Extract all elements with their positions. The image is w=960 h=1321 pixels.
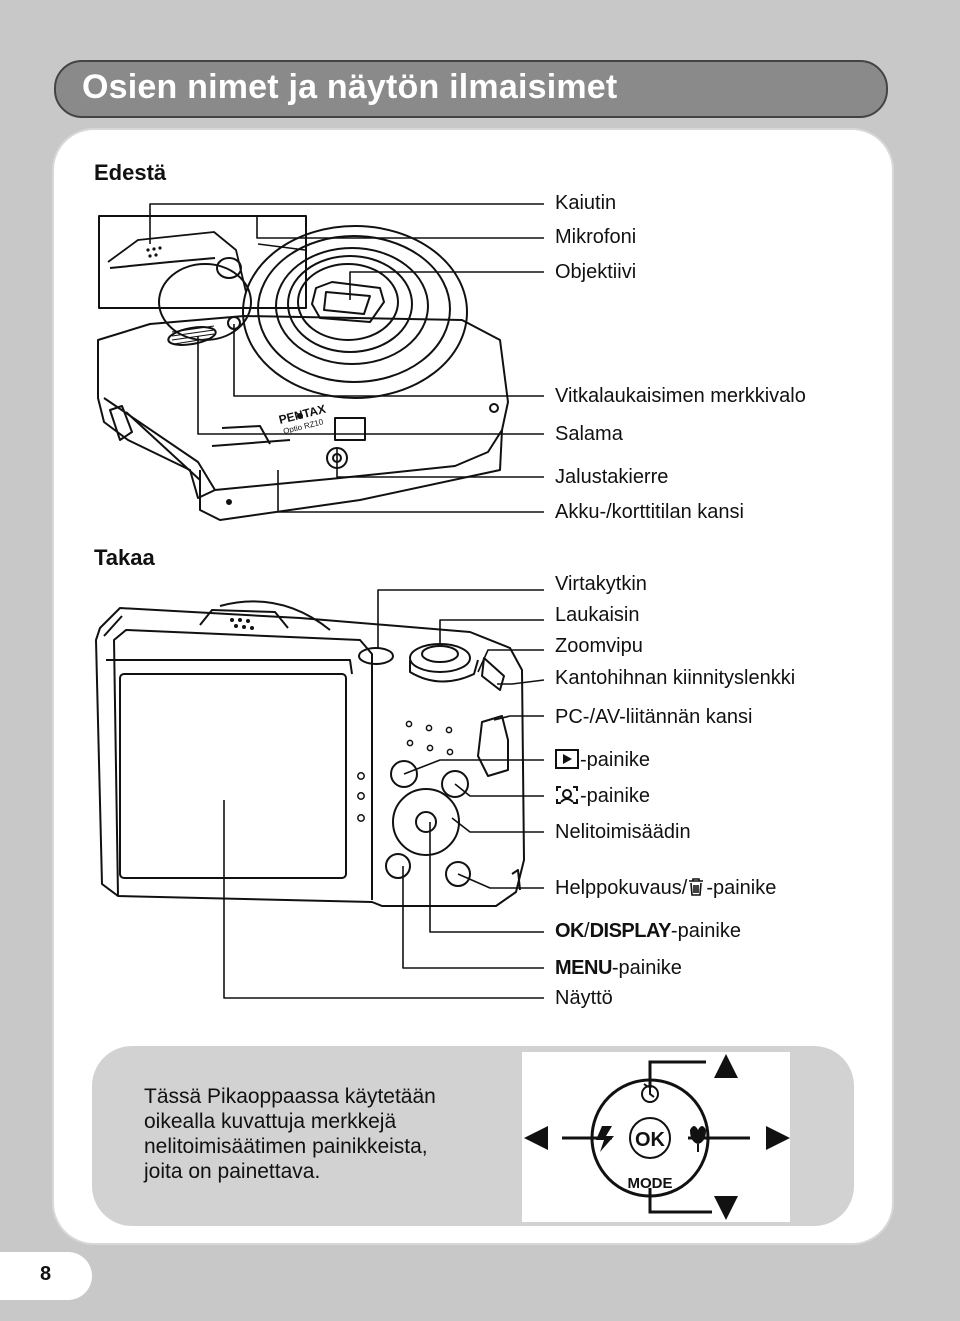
label-ok-display-button: OK/DISPLAY-painike <box>555 920 741 942</box>
lens-glass <box>311 281 385 323</box>
label-power-switch: Virtakytkin <box>555 573 647 595</box>
dpad-ok-label: OK <box>635 1129 666 1151</box>
front-leader-lines <box>149 203 544 513</box>
label-zoom-lever: Zoomvipu <box>555 635 643 657</box>
leader-down <box>648 1188 712 1214</box>
label-monitor: Näyttö <box>555 987 613 1009</box>
label-face-button: -painike <box>555 785 650 808</box>
green-button-drawing <box>445 861 471 887</box>
arrow-right <box>766 1126 790 1150</box>
title-banner: Osien nimet ja näytön ilmaisimet <box>54 60 888 118</box>
label-microphone: Mikrofoni <box>555 226 637 248</box>
label-self-timer-lamp: Vitkalaukaisimen merkkivalo <box>555 385 806 407</box>
label-playback-button: -painike <box>555 749 650 772</box>
flash-icon <box>596 1126 614 1152</box>
back-leader-lines <box>223 589 545 999</box>
fourway-legend-diagram: OK MODE <box>524 1054 790 1220</box>
shutter-drawing <box>409 643 471 673</box>
label-speaker: Kaiutin <box>555 192 617 214</box>
label-strap-lug: Kantohihnan kiinnityslenkki <box>555 667 796 689</box>
label-pcav-cover: PC-/AV-liitännän kansi <box>555 706 753 728</box>
playback-icon <box>555 749 579 769</box>
arrow-left <box>524 1126 548 1150</box>
dpad-legend: OK MODE <box>522 1052 790 1222</box>
page-number: 8 <box>40 1263 52 1285</box>
label-battery-cover: Akku-/korttitilan kansi <box>555 501 744 523</box>
arrow-up <box>714 1054 738 1078</box>
note-text: Tässä Pikaoppaassa käytetään oikealla ku… <box>144 1084 504 1184</box>
page-number-tab: 8 <box>0 1252 92 1300</box>
label-fourway-controller: Nelitoimisäädin <box>555 821 691 843</box>
note-line: nelitoimisäätimen painikkeista, <box>144 1135 428 1158</box>
dpad-mode-label: MODE <box>628 1175 673 1192</box>
label-shutter-release: Laukaisin <box>555 604 640 626</box>
macro-flower-icon <box>690 1126 706 1152</box>
lens-outer-ring <box>242 225 468 399</box>
label-flash: Salama <box>555 423 623 445</box>
tripod-socket-plate <box>334 417 366 441</box>
label-green-trash-button: Helppokuvaus/ -painike <box>555 877 777 899</box>
self-timer-icon <box>641 1083 659 1103</box>
power-button-drawing <box>358 647 394 665</box>
front-section-label: Edestä <box>94 160 167 185</box>
page-title: Osien nimet ja näytön ilmaisimet <box>82 68 618 106</box>
note-line: joita on painettava. <box>144 1160 321 1183</box>
back-camera-drawing <box>95 600 525 907</box>
arrow-down <box>714 1196 738 1220</box>
leader-up <box>648 1060 706 1088</box>
playback-button-drawing <box>390 760 418 788</box>
note-line: Tässä Pikaoppaassa käytetään <box>144 1085 436 1108</box>
label-lens: Objektiivi <box>555 261 637 283</box>
face-button-drawing <box>441 770 469 798</box>
fourway-controller-drawing <box>392 788 460 856</box>
trash-icon <box>689 878 704 896</box>
label-tripod-socket: Jalustakierre <box>555 466 669 488</box>
label-menu-button: MENU-painike <box>555 957 682 979</box>
pcav-cover-drawing <box>477 715 509 777</box>
front-inset-box <box>98 215 307 309</box>
menu-button-drawing <box>385 853 411 879</box>
dpad-center-ring <box>629 1117 671 1159</box>
strap-lug-drawing <box>481 657 505 691</box>
speaker-dots <box>146 246 162 258</box>
face-recognition-icon <box>556 786 578 804</box>
note-line: oikealla kuvattuja merkkejä <box>144 1110 397 1133</box>
flash-window <box>167 326 217 346</box>
back-section-label: Takaa <box>94 545 155 570</box>
front-camera-drawing <box>97 215 509 521</box>
monitor-screen <box>119 673 347 879</box>
